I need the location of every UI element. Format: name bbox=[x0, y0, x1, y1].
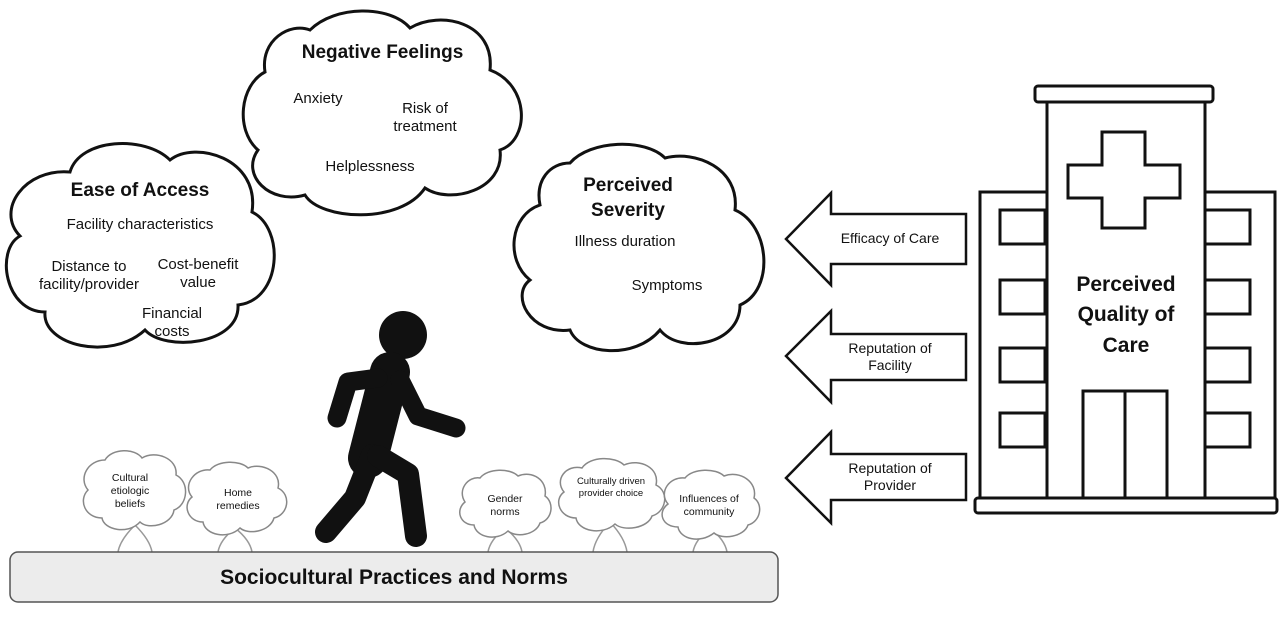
hospital-building bbox=[973, 84, 1279, 515]
symptoms-label: Symptoms bbox=[631, 277, 703, 294]
arrow-reputation-of-facility bbox=[784, 307, 968, 406]
arrow-reputation-of-provider bbox=[784, 428, 968, 527]
anxiety-label: Anxiety bbox=[293, 90, 343, 107]
flower-home-remedies bbox=[186, 461, 288, 553]
perceived-severity-title: Perceived Severity bbox=[583, 175, 673, 221]
flower-label-culturally-driven-provider-choice: Culturally driven provider choice bbox=[576, 476, 646, 499]
flower-label-home-remedies: Home remedies bbox=[216, 487, 260, 513]
negative-feelings-cloud bbox=[241, 9, 523, 217]
flower-label-gender-norms: Gender norms bbox=[487, 493, 523, 519]
distance-to-facility-label: Distance to facility/provider bbox=[38, 258, 140, 293]
walking-person-icon bbox=[315, 311, 466, 547]
ease-of-access-title: Ease of Access bbox=[70, 180, 210, 201]
arrow-efficacy-of-care bbox=[784, 189, 968, 289]
flower-gender-norms bbox=[459, 469, 552, 553]
perceived-quality-of-care-title: Perceived Quality of Care bbox=[1076, 273, 1176, 357]
efficacy-of-care-label: Efficacy of Care bbox=[840, 230, 940, 246]
ease-of-access-cloud bbox=[4, 142, 276, 349]
perceived-severity-cloud bbox=[512, 142, 766, 353]
flower-label-cultural-etiologic-beliefs: Cultural etiologic beliefs bbox=[110, 472, 150, 511]
ground-bar bbox=[9, 551, 779, 603]
cost-benefit-value-label: Cost-benefit value bbox=[157, 256, 239, 291]
flower-cultural-etiologic-beliefs bbox=[82, 450, 187, 553]
flower-culturally-driven-provider-choice bbox=[557, 457, 666, 553]
illness-duration-label: Illness duration bbox=[574, 233, 676, 250]
risk-of-treatment-label: Risk of treatment bbox=[393, 100, 457, 135]
negative-feelings-title: Negative Feelings bbox=[301, 42, 464, 63]
flower-label-influences-of-community: Influences of community bbox=[679, 493, 739, 519]
helplessness-label: Helplessness bbox=[325, 158, 415, 175]
facility-characteristics-label: Facility characteristics bbox=[66, 216, 214, 233]
sociocultural-practices-label: Sociocultural Practices and Norms bbox=[220, 566, 568, 589]
reputation-of-provider-label: Reputation of Provider bbox=[848, 460, 932, 493]
reputation-of-facility-label: Reputation of Facility bbox=[848, 340, 932, 373]
financial-costs-label: Financial costs bbox=[141, 305, 203, 340]
flower-influences-of-community bbox=[661, 469, 761, 553]
